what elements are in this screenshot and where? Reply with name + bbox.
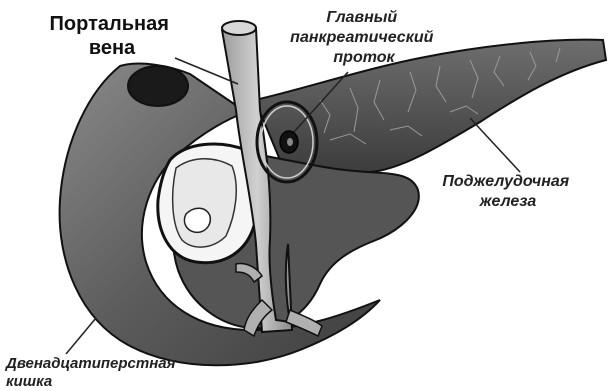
label-duodenum-line1: Двенадцатиперстная bbox=[4, 355, 176, 372]
label-main-duct-line3: проток bbox=[333, 49, 395, 66]
label-duodenum: Двенадцатиперстная кишка bbox=[4, 355, 180, 390]
pancreas-body bbox=[255, 40, 606, 174]
label-pancreas-line1: Поджелудочная bbox=[442, 173, 569, 190]
duct-lumen bbox=[287, 138, 293, 146]
cutaway-detail bbox=[184, 208, 210, 232]
label-duodenum-line2: кишка bbox=[6, 373, 52, 390]
label-pancreas: Поджелудочная железа bbox=[442, 173, 573, 210]
label-main-duct: Главный панкреатический проток bbox=[290, 9, 438, 66]
leader-pancreas bbox=[470, 118, 520, 172]
label-main-duct-line1: Главный bbox=[326, 9, 397, 26]
portal-vein-top bbox=[222, 21, 256, 35]
label-main-duct-line2: панкреатический bbox=[290, 29, 433, 46]
cutaway-inner bbox=[173, 159, 237, 247]
label-portal-vein-line1: Портальная bbox=[50, 13, 169, 35]
label-pancreas-line2: железа bbox=[479, 193, 537, 210]
label-portal-vein-line2: вена bbox=[89, 37, 136, 59]
leader-duodenum bbox=[66, 318, 96, 354]
duodenum-opening bbox=[128, 66, 188, 106]
label-portal-vein: Портальная вена bbox=[50, 13, 175, 59]
